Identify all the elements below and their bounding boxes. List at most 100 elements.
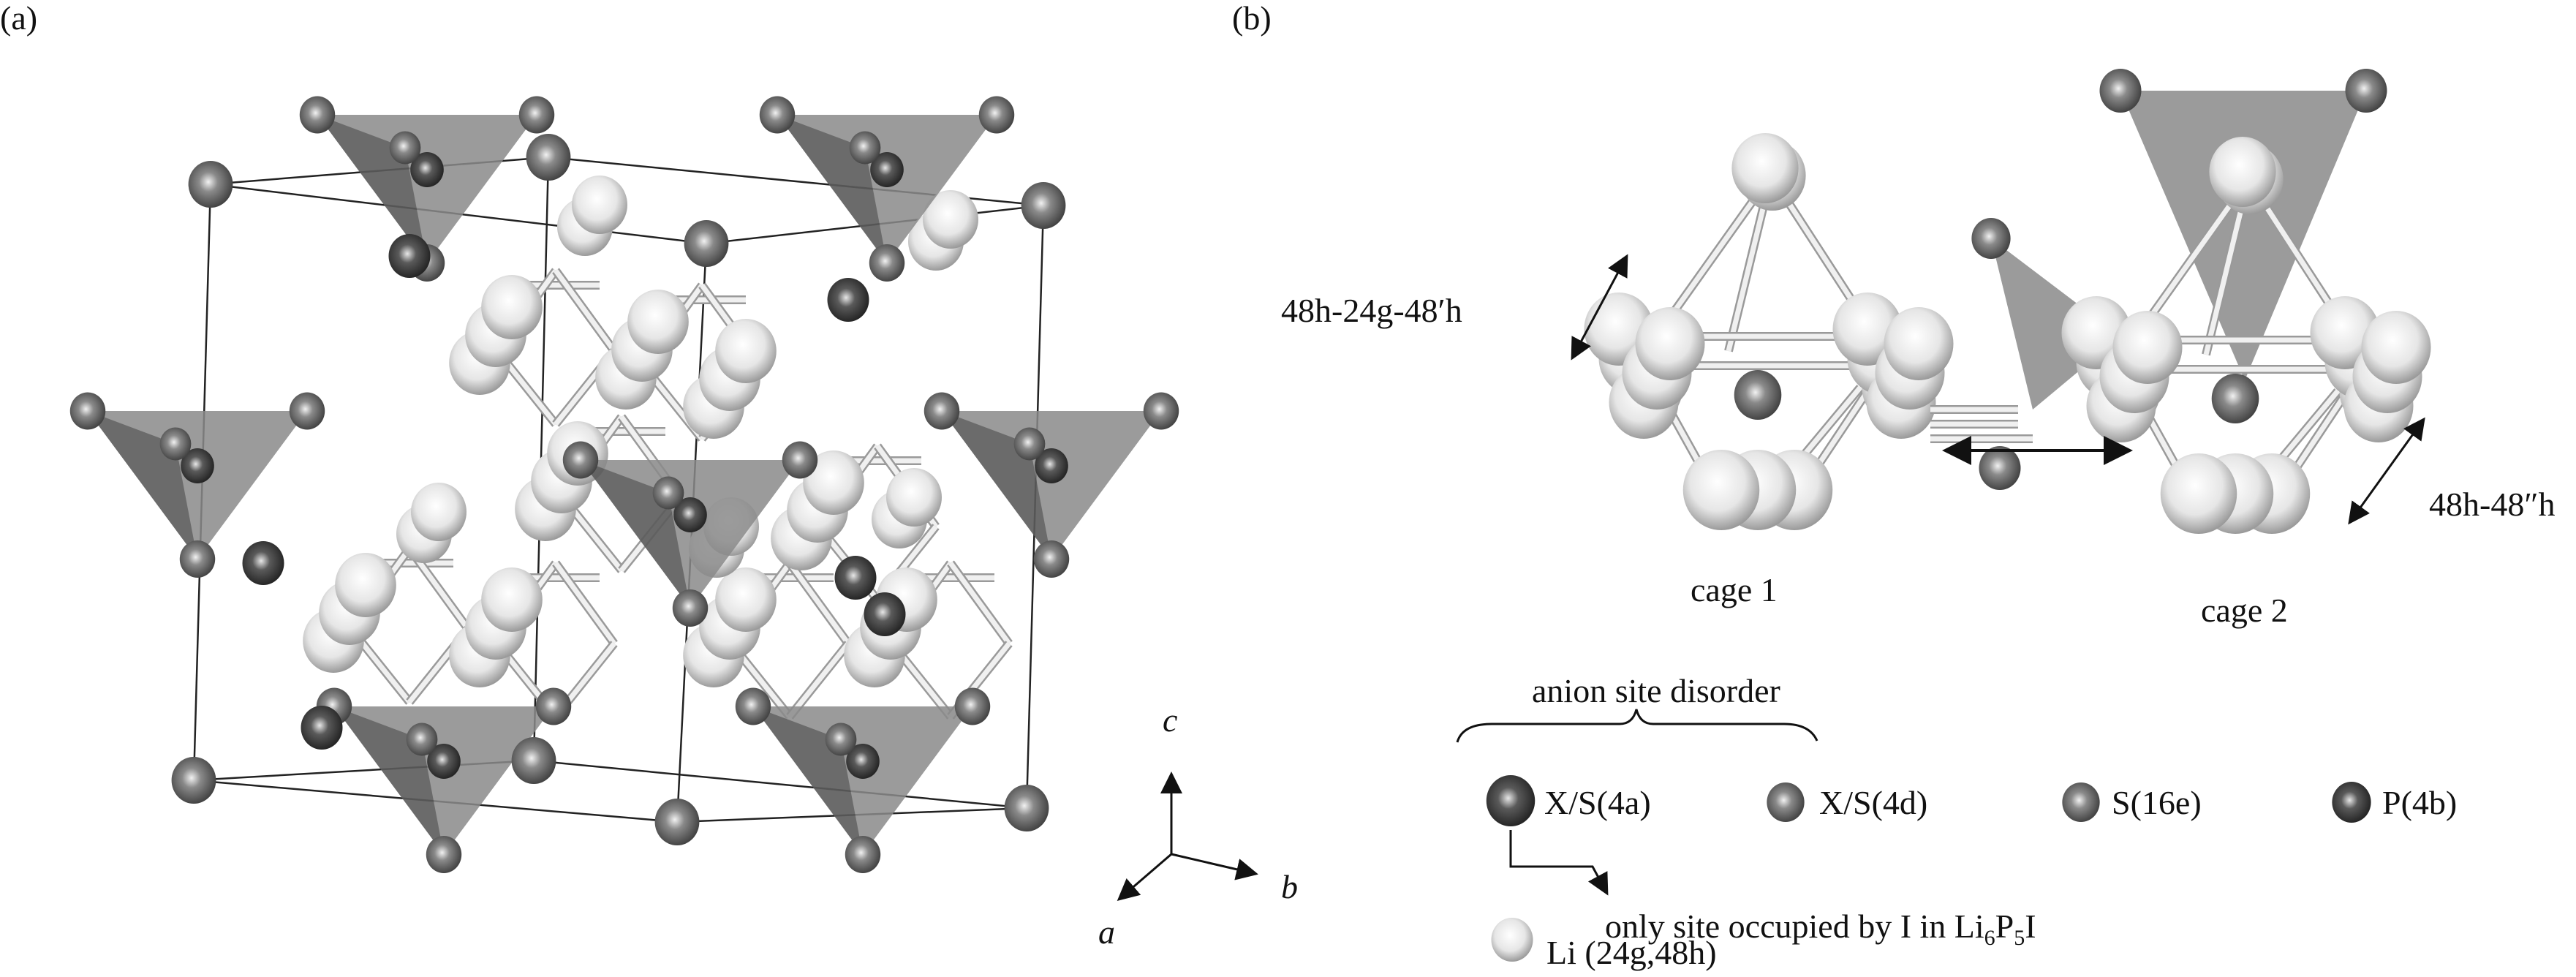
s-16e-atom xyxy=(782,441,818,479)
li-atom xyxy=(2112,311,2183,384)
legend-note: only site occupied by I in Li6P5I xyxy=(1605,908,2036,950)
li-atom xyxy=(1884,307,1954,380)
s-16e-atom xyxy=(299,96,336,134)
s-16e-atom xyxy=(978,96,1015,134)
x-s-4a-atom xyxy=(526,134,571,181)
legend-label-x-s-4a: X/S(4a) xyxy=(1544,784,1651,821)
hop-arrow-48h-24g xyxy=(1571,254,1628,361)
x-s-4a-atom xyxy=(654,799,700,845)
s-16e-atom xyxy=(1971,218,2011,259)
panel-a-label: (a) xyxy=(0,0,37,37)
x-s-4a-atom xyxy=(188,161,233,208)
x-s-4a-atom xyxy=(1021,182,1066,229)
c-axis-label: c xyxy=(1163,701,1177,739)
s-16e-atom xyxy=(1979,446,2021,490)
s-16e-atom xyxy=(849,131,881,165)
s-16e-atom xyxy=(518,96,555,134)
legend xyxy=(1486,775,2371,962)
s-16e-atom xyxy=(652,476,684,510)
s-16e-atom xyxy=(923,392,960,430)
x-s-4a-atom xyxy=(511,737,556,784)
panel-b-cages xyxy=(1584,69,2431,534)
legend-label-s-16e: S(16e) xyxy=(2112,784,2202,821)
legend-label-x-s-4d: X/S(4d) xyxy=(1819,784,1927,821)
ps4-tetrahedron xyxy=(1991,238,2120,410)
li-bond-rod-highlight xyxy=(554,561,616,646)
s-16e-atom xyxy=(535,687,572,725)
li-atom xyxy=(411,483,467,541)
legend-label-p-4b: P(4b) xyxy=(2382,784,2457,821)
li-atom xyxy=(1635,307,1705,380)
p-4b-atom xyxy=(410,152,444,187)
s-atom-cage-center xyxy=(2211,374,2259,423)
li-bond-rod-highlight xyxy=(554,268,616,353)
axis-triad: c b a xyxy=(1098,701,1298,951)
s-16e-atom xyxy=(869,244,905,282)
s-16e-atom xyxy=(406,723,438,756)
s-16e-atom xyxy=(1033,540,1070,578)
cage-2-label: cage 2 xyxy=(2201,592,2288,629)
s-16e-atom xyxy=(426,836,462,873)
li-atom xyxy=(627,290,689,354)
hop-arrow-48h-48h xyxy=(2348,417,2425,525)
legend-x-s-4d-sphere xyxy=(1767,782,1805,822)
s-16e-atom xyxy=(2099,69,2142,113)
ps4-tetrahedron xyxy=(777,115,997,263)
s-16e-atom xyxy=(179,540,216,578)
x-s-4d-atom xyxy=(864,592,906,636)
li-atom xyxy=(335,553,396,617)
p-4b-atom xyxy=(1035,448,1068,483)
li-atom xyxy=(803,450,864,515)
s-16e-atom xyxy=(562,441,599,479)
ps4-tetrahedron xyxy=(753,706,972,855)
li-atom xyxy=(1731,133,1799,203)
b-axis-arrow xyxy=(1171,853,1258,880)
li-atom xyxy=(886,468,942,527)
a-axis-label: a xyxy=(1098,913,1115,951)
legend-group-label: anion site disorder xyxy=(1532,672,1780,709)
ps4-tetrahedron xyxy=(334,706,554,855)
x-s-4d-atom xyxy=(242,541,284,585)
panel-a-crystal-structure xyxy=(69,96,1179,873)
li-atom xyxy=(923,190,978,249)
s-16e-atom xyxy=(672,589,709,627)
s-16e-atom xyxy=(69,392,106,430)
hop-label-intracage: 48h-24g-48′h xyxy=(1281,292,1462,329)
s-16e-atom xyxy=(825,723,857,756)
s-16e-atom xyxy=(1143,392,1179,430)
s-16e-atom xyxy=(845,836,881,873)
s-16e-atom xyxy=(759,96,796,134)
x-s-4d-atom xyxy=(388,234,431,278)
li-atom xyxy=(572,176,627,234)
ps4-tetrahedron xyxy=(581,460,800,608)
legend-brace xyxy=(1456,709,1818,743)
li-atom xyxy=(2209,137,2276,207)
p-4b-atom xyxy=(846,744,880,779)
li-bond-rod-highlight xyxy=(787,561,850,646)
li-atom xyxy=(2160,453,2237,534)
li-atom xyxy=(2361,311,2431,384)
p-4b-atom xyxy=(870,152,904,187)
s-16e-atom xyxy=(954,687,991,725)
s-atom-cage-center xyxy=(1734,370,1782,420)
s-16e-atom xyxy=(735,687,771,725)
ps4-tetrahedron xyxy=(317,115,537,263)
b-axis-label: b xyxy=(1281,868,1298,905)
unit-cell-edge xyxy=(533,759,1027,810)
li-atom xyxy=(715,319,777,383)
hop-label-intercage: 48h-48″h xyxy=(2429,486,2555,523)
legend-label-li: Li (24g,48h) xyxy=(1546,934,1717,971)
s-16e-atom xyxy=(1013,427,1046,461)
x-s-4d-atom xyxy=(301,706,343,750)
a-axis-arrow xyxy=(1117,853,1172,901)
s-16e-atom xyxy=(2345,69,2387,113)
li-bond-rod-highlight xyxy=(787,641,850,719)
panel-b-label: (b) xyxy=(1232,0,1272,37)
li-bond-rod-highlight xyxy=(948,561,1011,646)
ps4-tetrahedron xyxy=(2120,91,2366,380)
x-s-4a-atom xyxy=(1004,785,1049,831)
ps4-tetrahedron xyxy=(88,411,307,559)
x-s-4d-atom xyxy=(827,278,869,322)
cage-1-label: cage 1 xyxy=(1691,571,1778,608)
